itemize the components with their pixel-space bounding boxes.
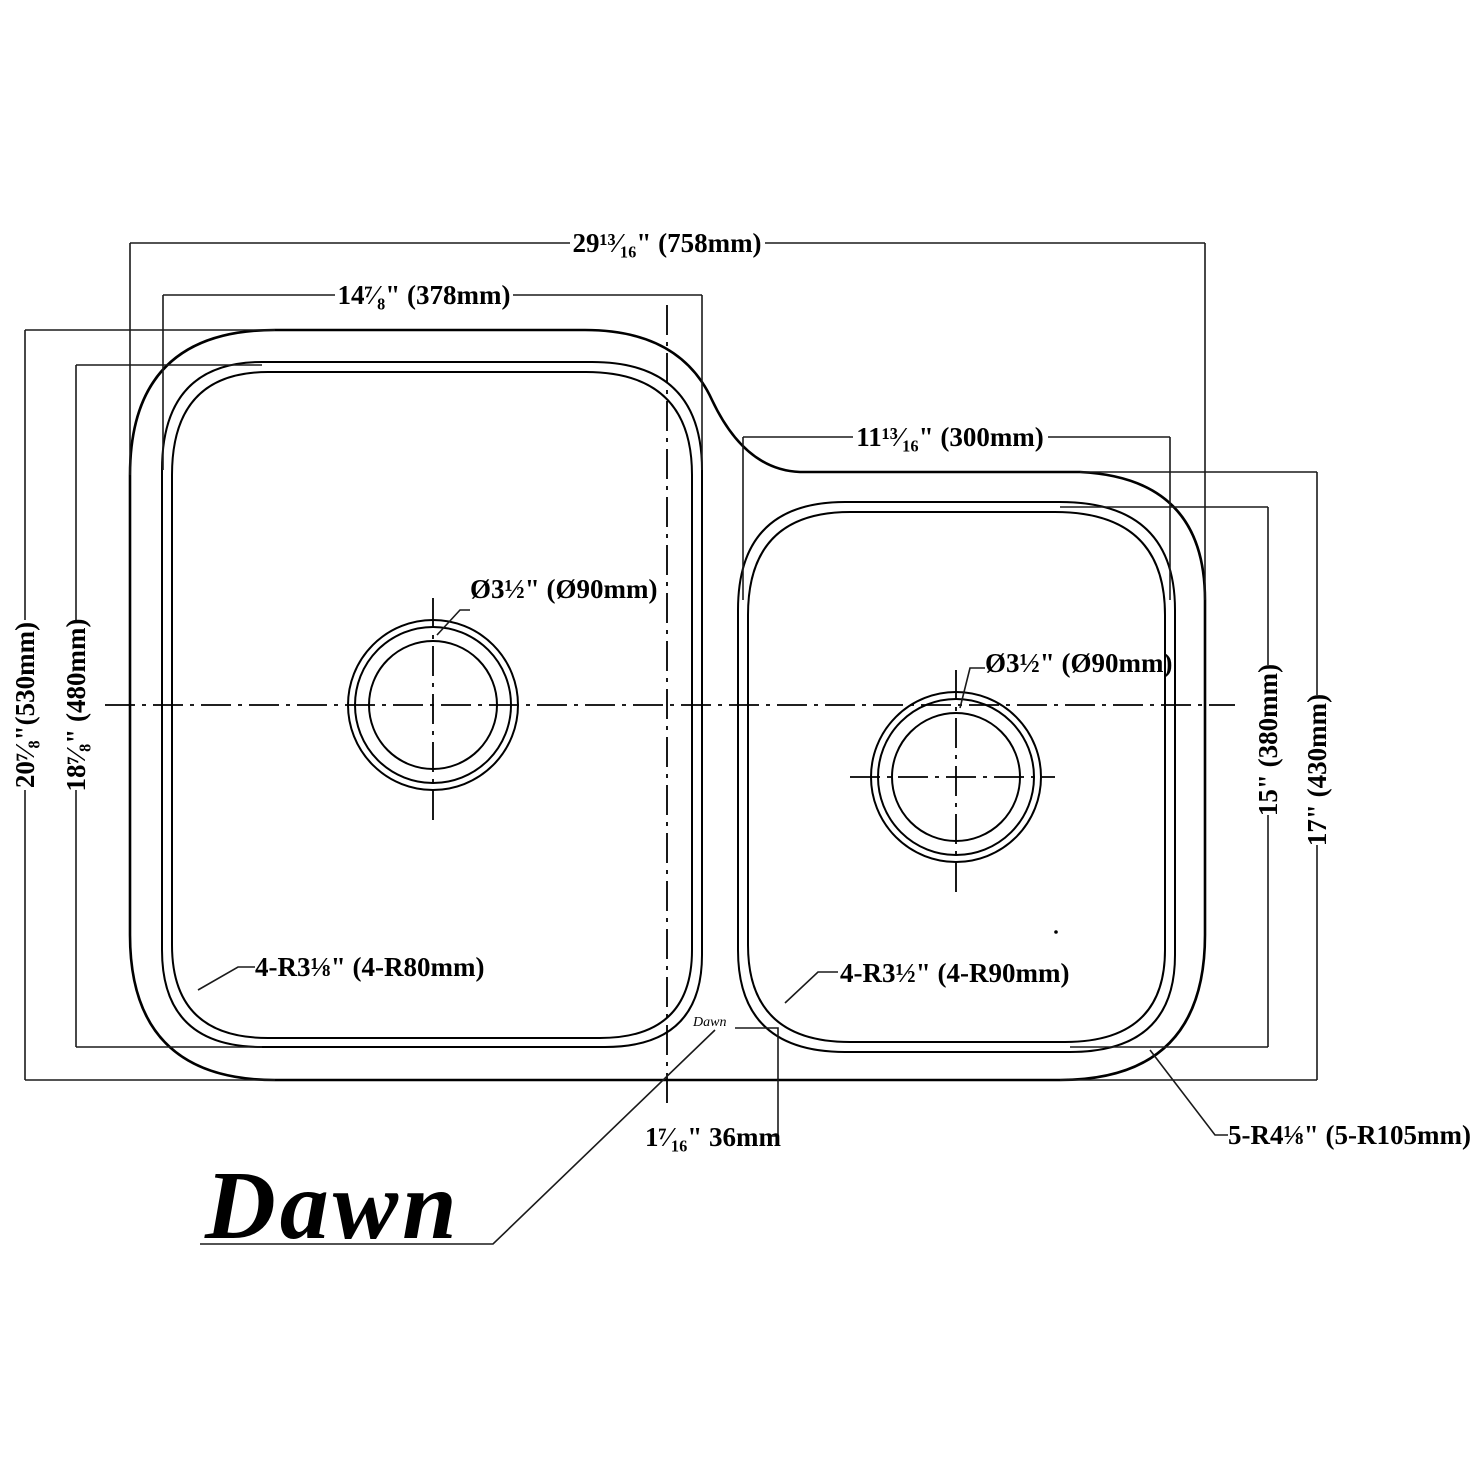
- right-bowl-depth-label: 15" (380mm): [1253, 664, 1283, 816]
- overall-width-label-bg: [570, 226, 765, 258]
- left-bowl-depth-dimension: [75, 364, 262, 1048]
- left-bowl-depth-label: 18⁷⁄₈" (480mm): [61, 619, 91, 792]
- right-bowl-width-label-bg: [853, 420, 1048, 452]
- overall-depth-left-label-bg: [9, 620, 39, 790]
- stray-dot: [1054, 930, 1058, 934]
- outer-corner-radius-label: 5-R4⅛" (5-R105mm): [1228, 1120, 1470, 1150]
- right-drain-label: Ø3½" (Ø90mm): [985, 648, 1172, 678]
- left-bowl-width-label-bg: [335, 278, 513, 310]
- left-bowl-depth-label-bg: [60, 620, 90, 790]
- overall-width-label: 29¹³⁄₁₆" (758mm): [572, 228, 761, 258]
- right-bowl: [737, 501, 1176, 1053]
- brand-small-mark: Dawn: [692, 1015, 726, 1030]
- right-corner-radius-label: 4-R3½" (4-R90mm): [840, 958, 1069, 988]
- left-bowl-width-label: 14⁷⁄₈" (378mm): [338, 280, 511, 310]
- overall-depth-right-label-bg: [1301, 695, 1331, 845]
- right-bowl-width-label: 11¹³⁄₁₆" (300mm): [856, 422, 1044, 452]
- left-bowl-width-dimension: [162, 294, 703, 470]
- brand-logo: Dawn: [204, 1152, 461, 1260]
- left-corner-radius-label: 4-R3⅛" (4-R80mm): [255, 952, 484, 982]
- right-bowl-depth-label-bg: [1252, 665, 1282, 815]
- overall-depth-left-label: 20⁷⁄₈"(530mm): [10, 622, 40, 788]
- overall-depth-right-label: 17" (430mm): [1302, 694, 1332, 846]
- rim-offset-label: 1⁷⁄₁₆" 36mm: [645, 1122, 782, 1152]
- left-drain-label: Ø3½" (Ø90mm): [470, 574, 657, 604]
- center-lines: [105, 305, 1235, 1105]
- leader-lines: [197, 609, 1228, 1245]
- left-bowl: [161, 361, 703, 1048]
